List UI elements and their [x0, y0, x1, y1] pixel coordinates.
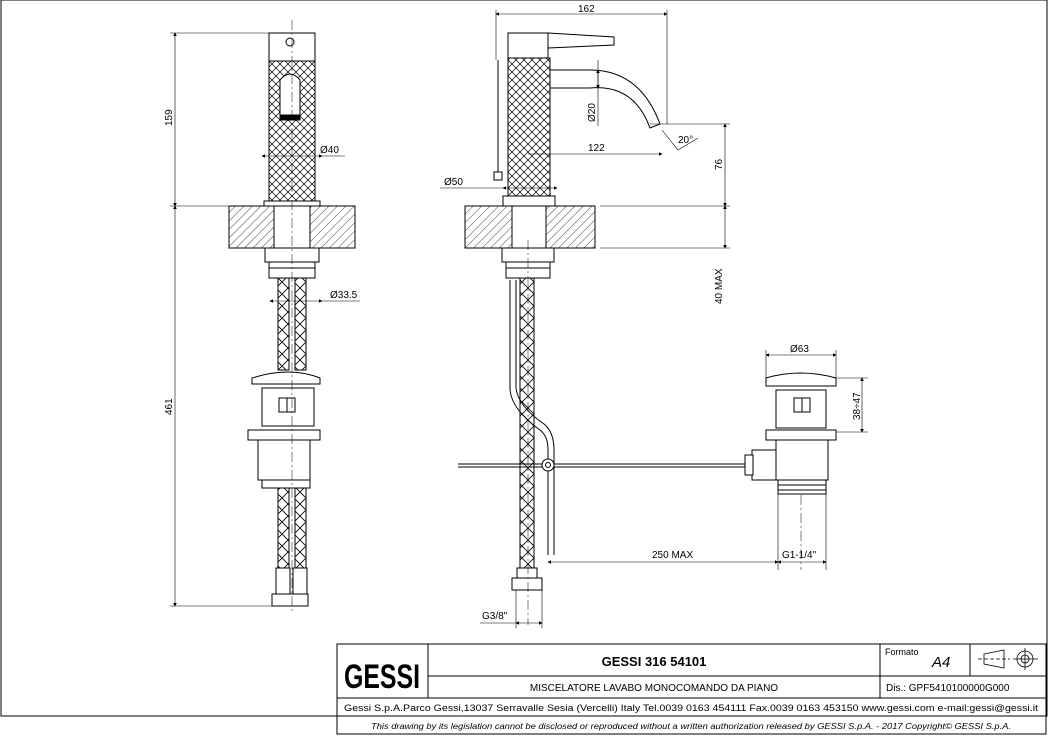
side-view [458, 32, 750, 625]
dim-diameter-20: Ø20 [587, 103, 598, 122]
dimension-lines [170, 10, 868, 628]
dim-width-162: 162 [578, 4, 595, 15]
dim-angle-20: 20° [678, 135, 693, 146]
waste-detail-view [744, 372, 837, 570]
dim-diameter-40: Ø40 [320, 145, 339, 156]
product-code: GESSI 316 54101 [602, 654, 707, 669]
title-block [336, 643, 1047, 735]
dim-height-76: 76 [714, 158, 725, 170]
company-address: Gessi S.p.A.Parco Gessi,13037 Serravalle… [344, 703, 1039, 713]
company-logo: GESSI [344, 658, 420, 696]
dim-diameter-33-5: Ø33.5 [330, 290, 358, 301]
drawing-number: Dis.: GPF5410100000G000 [886, 683, 1010, 694]
copyright-notice: This drawing by its legislation cannot b… [371, 722, 1011, 731]
dim-range-38-47: 38÷47 [852, 392, 863, 420]
dim-height-159: 159 [164, 109, 175, 126]
dim-thread-g1: G1-1/4" [782, 550, 817, 561]
dim-max-250: 250 MAX [652, 550, 693, 561]
format-value: A4 [931, 654, 950, 671]
dim-diameter-50: Ø50 [444, 177, 463, 188]
product-description: MISCELATORE LAVABO MONOCOMANDO DA PIANO [530, 683, 778, 694]
format-label: Formato [885, 647, 919, 657]
front-view [228, 20, 356, 612]
dim-length-122: 122 [588, 143, 605, 154]
dim-height-461: 461 [164, 398, 175, 415]
dimension-labels: 162 159 Ø40 Ø20 122 20° 76 Ø50 40 MAX Ø3… [164, 4, 863, 622]
dim-max-40: 40 MAX [714, 268, 725, 304]
dim-diameter-63: Ø63 [790, 344, 809, 355]
dim-thread-g3-8: G3/8" [482, 611, 508, 622]
projection-symbol-icon [978, 648, 1038, 670]
